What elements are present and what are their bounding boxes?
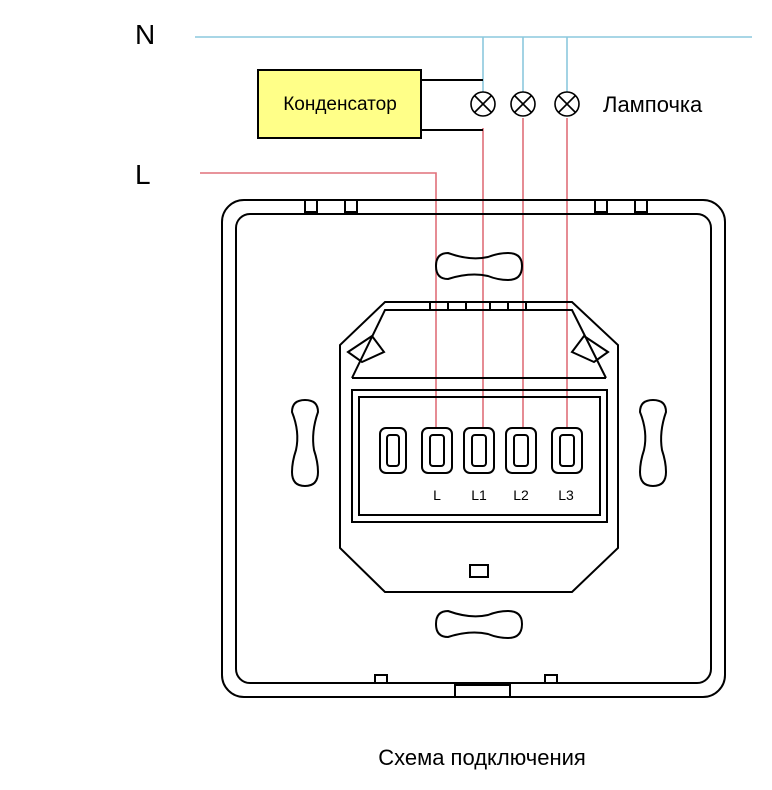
plate-outer — [221, 199, 726, 698]
lamp-icon — [470, 91, 496, 117]
capacitor-label: Конденсатор — [283, 94, 397, 115]
capacitor-box — [257, 69, 422, 139]
slot-bottom — [434, 609, 524, 640]
switch-module — [339, 301, 619, 593]
plate-inner — [235, 213, 712, 684]
terminal-label: L2 — [513, 487, 529, 503]
diagram-caption: Схема подключения — [378, 745, 586, 770]
slot-top — [434, 251, 524, 282]
lamp-label: Лампочка — [603, 92, 703, 117]
terminal-label: L — [433, 487, 441, 503]
neutral-label: N — [135, 19, 155, 50]
terminal-label: L1 — [471, 487, 487, 503]
terminal-labels: L L1 L2 L3 — [433, 487, 574, 503]
switch-plate — [221, 199, 726, 698]
terminal-block — [351, 389, 608, 523]
lamp-icon — [554, 91, 580, 117]
line-label: L — [135, 159, 151, 190]
module-tab — [469, 564, 489, 578]
lamps — [470, 91, 580, 117]
line-input-wire — [200, 172, 437, 440]
terminal-screws — [379, 427, 583, 474]
neutral-wires — [195, 36, 752, 92]
live-wires — [200, 118, 568, 440]
lamp-icon — [510, 91, 536, 117]
terminal-label: L3 — [558, 487, 574, 503]
capacitor: Конденсатор — [257, 69, 483, 139]
slot-right — [638, 398, 668, 488]
slot-left — [290, 398, 320, 488]
mounting-slots — [290, 251, 668, 640]
module-housing — [339, 301, 619, 593]
